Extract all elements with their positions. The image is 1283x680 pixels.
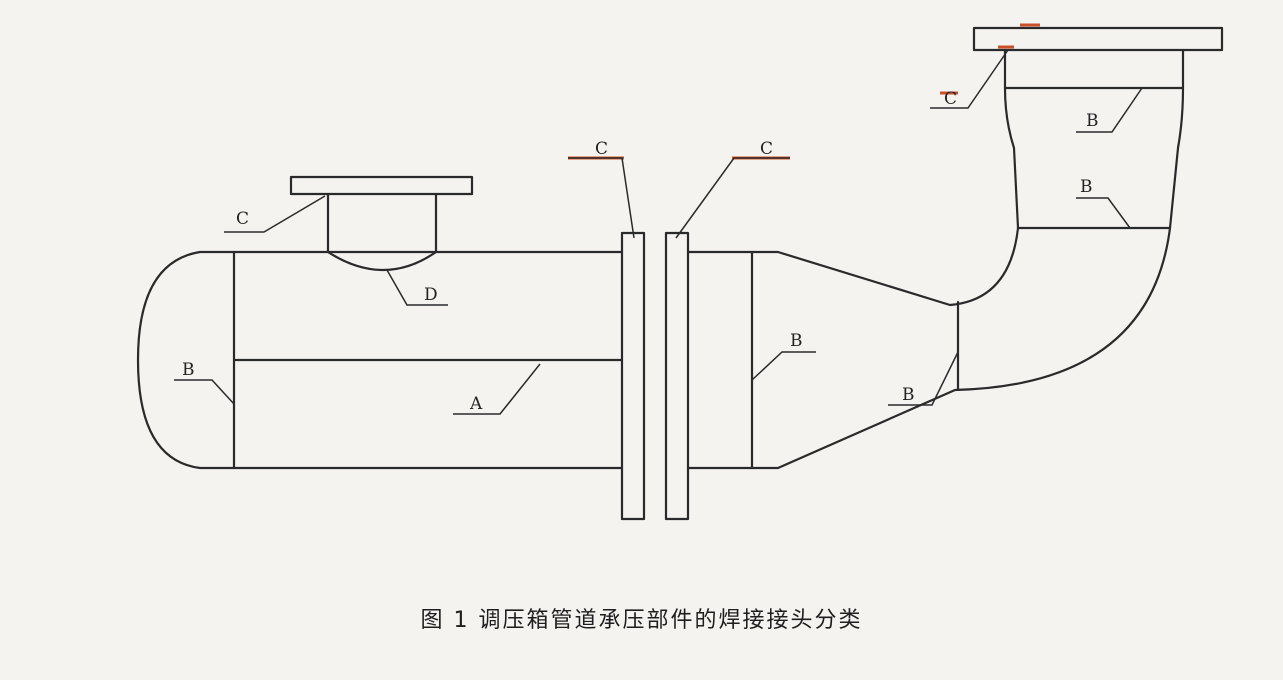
label-a-longitudinal: A <box>469 394 483 414</box>
leader-b-elbow-upper <box>1076 197 1131 229</box>
right-shell-reducer-elbow <box>686 48 1020 307</box>
label-b-elbow-top: B <box>1086 111 1099 131</box>
label-b-reducer: B <box>902 385 915 405</box>
leader-c-top-left <box>224 195 326 233</box>
leader-d-nozzle <box>386 269 448 306</box>
top-right-flange <box>972 26 1224 52</box>
label-c-left-flange: C <box>595 139 608 159</box>
label-c-top-right: C <box>944 89 957 109</box>
leader-a-longitudinal <box>453 363 541 415</box>
label-b-right-shell: B <box>790 331 803 351</box>
leader-c-top-right <box>930 49 1009 109</box>
leader-b-elbow-top <box>1076 87 1143 133</box>
top-nozzle <box>326 192 438 272</box>
middle-flange-left <box>620 231 646 521</box>
middle-flange-right <box>664 231 690 521</box>
top-left-flange <box>289 175 474 196</box>
left-vessel-shell <box>136 250 624 470</box>
leader-c-left-flange <box>568 157 635 239</box>
label-c-top-left: C <box>236 209 249 229</box>
leader-b-reducer <box>888 351 959 406</box>
right-shell-bottom-elbow-outer <box>686 48 1185 470</box>
label-c-right-flange: C <box>760 139 773 159</box>
label-d-nozzle: D <box>424 285 438 305</box>
leader-b-head <box>174 379 235 405</box>
leader-b-right-shell <box>751 351 816 381</box>
figure-caption: 图 1 调压箱管道承压部件的焊接接头分类 <box>420 608 863 633</box>
leader-c-right-flange <box>675 157 790 239</box>
label-b-head: B <box>182 360 195 380</box>
label-b-elbow-upper: B <box>1080 177 1093 197</box>
